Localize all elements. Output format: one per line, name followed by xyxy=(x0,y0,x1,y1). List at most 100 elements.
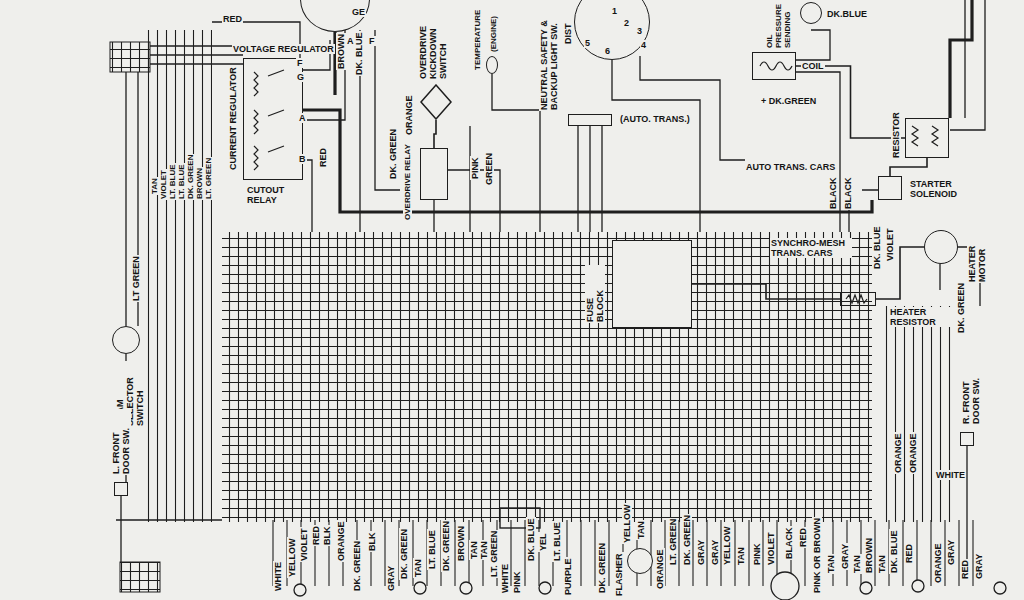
terminal-mark: G xyxy=(296,72,305,82)
coil-symbol xyxy=(254,110,258,134)
wire-color-label: VIOLET xyxy=(299,527,309,562)
wire xyxy=(578,126,602,232)
left-harness xyxy=(146,30,212,522)
component-circle: FLASHER xyxy=(627,548,653,574)
component-label: NEUTRAL SAFETY & BACKUP LIGHT SW. xyxy=(539,13,559,111)
connector-block xyxy=(120,562,160,592)
wire-color-label: GRAY xyxy=(946,539,956,566)
wire-color-label: GREEN xyxy=(484,152,494,186)
lamp-symbol xyxy=(294,584,306,596)
wire-color-label: BLK xyxy=(322,526,332,547)
battery-cable xyxy=(303,32,872,212)
wire-color-label: LT. BLUE xyxy=(427,529,437,570)
lamp-symbol xyxy=(539,582,551,594)
component-box: VOLTAGE REGULATORCURRENT REGULATORCUTOUT… xyxy=(243,58,303,180)
terminal-mark: 1 xyxy=(611,6,618,16)
wire-color-label: WHITE xyxy=(935,470,966,480)
component-label: OIL PRESSURE SENDING xyxy=(765,1,792,49)
component-label: TEMPERATURE xyxy=(473,9,482,71)
wire-color-label: DK. BLUE xyxy=(872,226,882,271)
component-box: COIL xyxy=(752,52,796,80)
wire-color-label: BROWN xyxy=(864,537,874,574)
lamp-symbol xyxy=(994,582,1006,594)
terminal-mark: 3 xyxy=(636,26,643,36)
wire xyxy=(150,46,243,64)
wire-color-label: YELLOW xyxy=(287,538,297,579)
wire-color-label: PINK xyxy=(470,156,480,180)
wire-color-label: LT. BLUE xyxy=(177,163,186,200)
coil-symbol xyxy=(254,146,258,170)
component-label: HEATER MOTOR xyxy=(967,221,987,283)
component-label: DIST xyxy=(563,22,573,45)
wire xyxy=(612,56,745,232)
wire-color-label: PINK xyxy=(512,570,522,594)
wire-color-label: BLACK xyxy=(784,527,794,561)
diamond-outline xyxy=(421,85,451,119)
wire xyxy=(492,74,540,232)
wire-color-label: VIOLET xyxy=(766,531,776,566)
component-box: RESISTOR xyxy=(905,118,949,158)
component-label: STARTER SOLENOID xyxy=(909,179,975,199)
terminal-mark: 2 xyxy=(623,18,630,28)
wire-color-label: DK. GREEN xyxy=(441,520,451,572)
wire-color-label: TAN xyxy=(877,554,887,574)
wire-connector xyxy=(434,120,436,148)
wire-color-label: GRAY xyxy=(696,539,706,566)
wire-connector xyxy=(876,247,924,299)
terminal-mark: 6 xyxy=(604,46,611,56)
wire-color-label: TAN xyxy=(469,540,479,560)
wire-color-label: TAN xyxy=(826,554,836,574)
wire-color-label: DK. BLUE xyxy=(889,530,899,575)
diamond-outline xyxy=(420,84,452,120)
lamp-symbol xyxy=(912,580,924,592)
harness-mesh xyxy=(222,232,872,522)
component-label: HEATER RESISTOR xyxy=(889,307,951,327)
wire-color-label: ORANGE xyxy=(893,432,903,474)
wire-color-label: LT. GREEN xyxy=(668,518,678,566)
component-box: NEUTRAL SAFETY & BACKUP LIGHT SW.(AUTO. … xyxy=(568,114,612,126)
wire-color-label: DK. GREEN xyxy=(682,514,692,566)
wire-color-label: RED xyxy=(318,147,328,168)
component-box: R. FRONT DOOR SW. xyxy=(960,432,974,446)
lamp-symbol xyxy=(414,582,426,594)
battery-cable xyxy=(950,0,972,118)
wire-color-label: AUTO TRANS. CARS xyxy=(745,162,836,172)
wire-color-label: YELLOW xyxy=(722,526,732,567)
wire-color-label: DK. GREEN xyxy=(399,528,409,580)
wire-color-label: ORANGE xyxy=(404,94,414,136)
wire-color-label: WHITE xyxy=(500,563,510,594)
terminal-mark: 4 xyxy=(640,40,647,50)
coil-winding xyxy=(760,62,792,70)
wire xyxy=(950,0,985,130)
wire xyxy=(796,30,840,232)
wire-color-label: YEL xyxy=(538,532,548,552)
component-label: GE xyxy=(351,7,366,17)
right-harness xyxy=(880,306,952,522)
component-label: CURRENT REGULATOR xyxy=(228,66,238,171)
wire-connector xyxy=(890,158,927,176)
component-label: (ENGINE) xyxy=(489,15,498,53)
terminal-mark: B xyxy=(298,154,307,164)
wire-color-label: BROWN xyxy=(336,33,346,70)
wire-color-label: LT. BLUE xyxy=(168,163,177,200)
wire-color-label: TAN xyxy=(413,558,423,578)
wire-color-label: VIOLET xyxy=(159,169,168,200)
component-box: OVERDRIVE RELAY xyxy=(420,148,448,200)
wire-color-label: TAN xyxy=(736,546,746,566)
wire-color-label: BLACK xyxy=(828,177,838,211)
component-circle: HEATER MOTOR xyxy=(924,230,958,264)
wire-color-label: GRAY xyxy=(386,565,396,592)
wire-color-label: ORANGE xyxy=(933,542,943,584)
wire-color-label: PINK OR BROWN xyxy=(812,517,822,594)
lamp-symbol xyxy=(460,582,472,594)
wire-color-label: DK. GREEN xyxy=(352,540,362,592)
wire-color-label: RED xyxy=(311,525,321,546)
wire xyxy=(303,160,312,232)
terminal-mark: A xyxy=(298,113,307,123)
wire-color-label: LT. GREEN xyxy=(204,157,213,200)
wire-color-label: YELLOW xyxy=(622,504,632,545)
connector-block xyxy=(110,42,150,72)
